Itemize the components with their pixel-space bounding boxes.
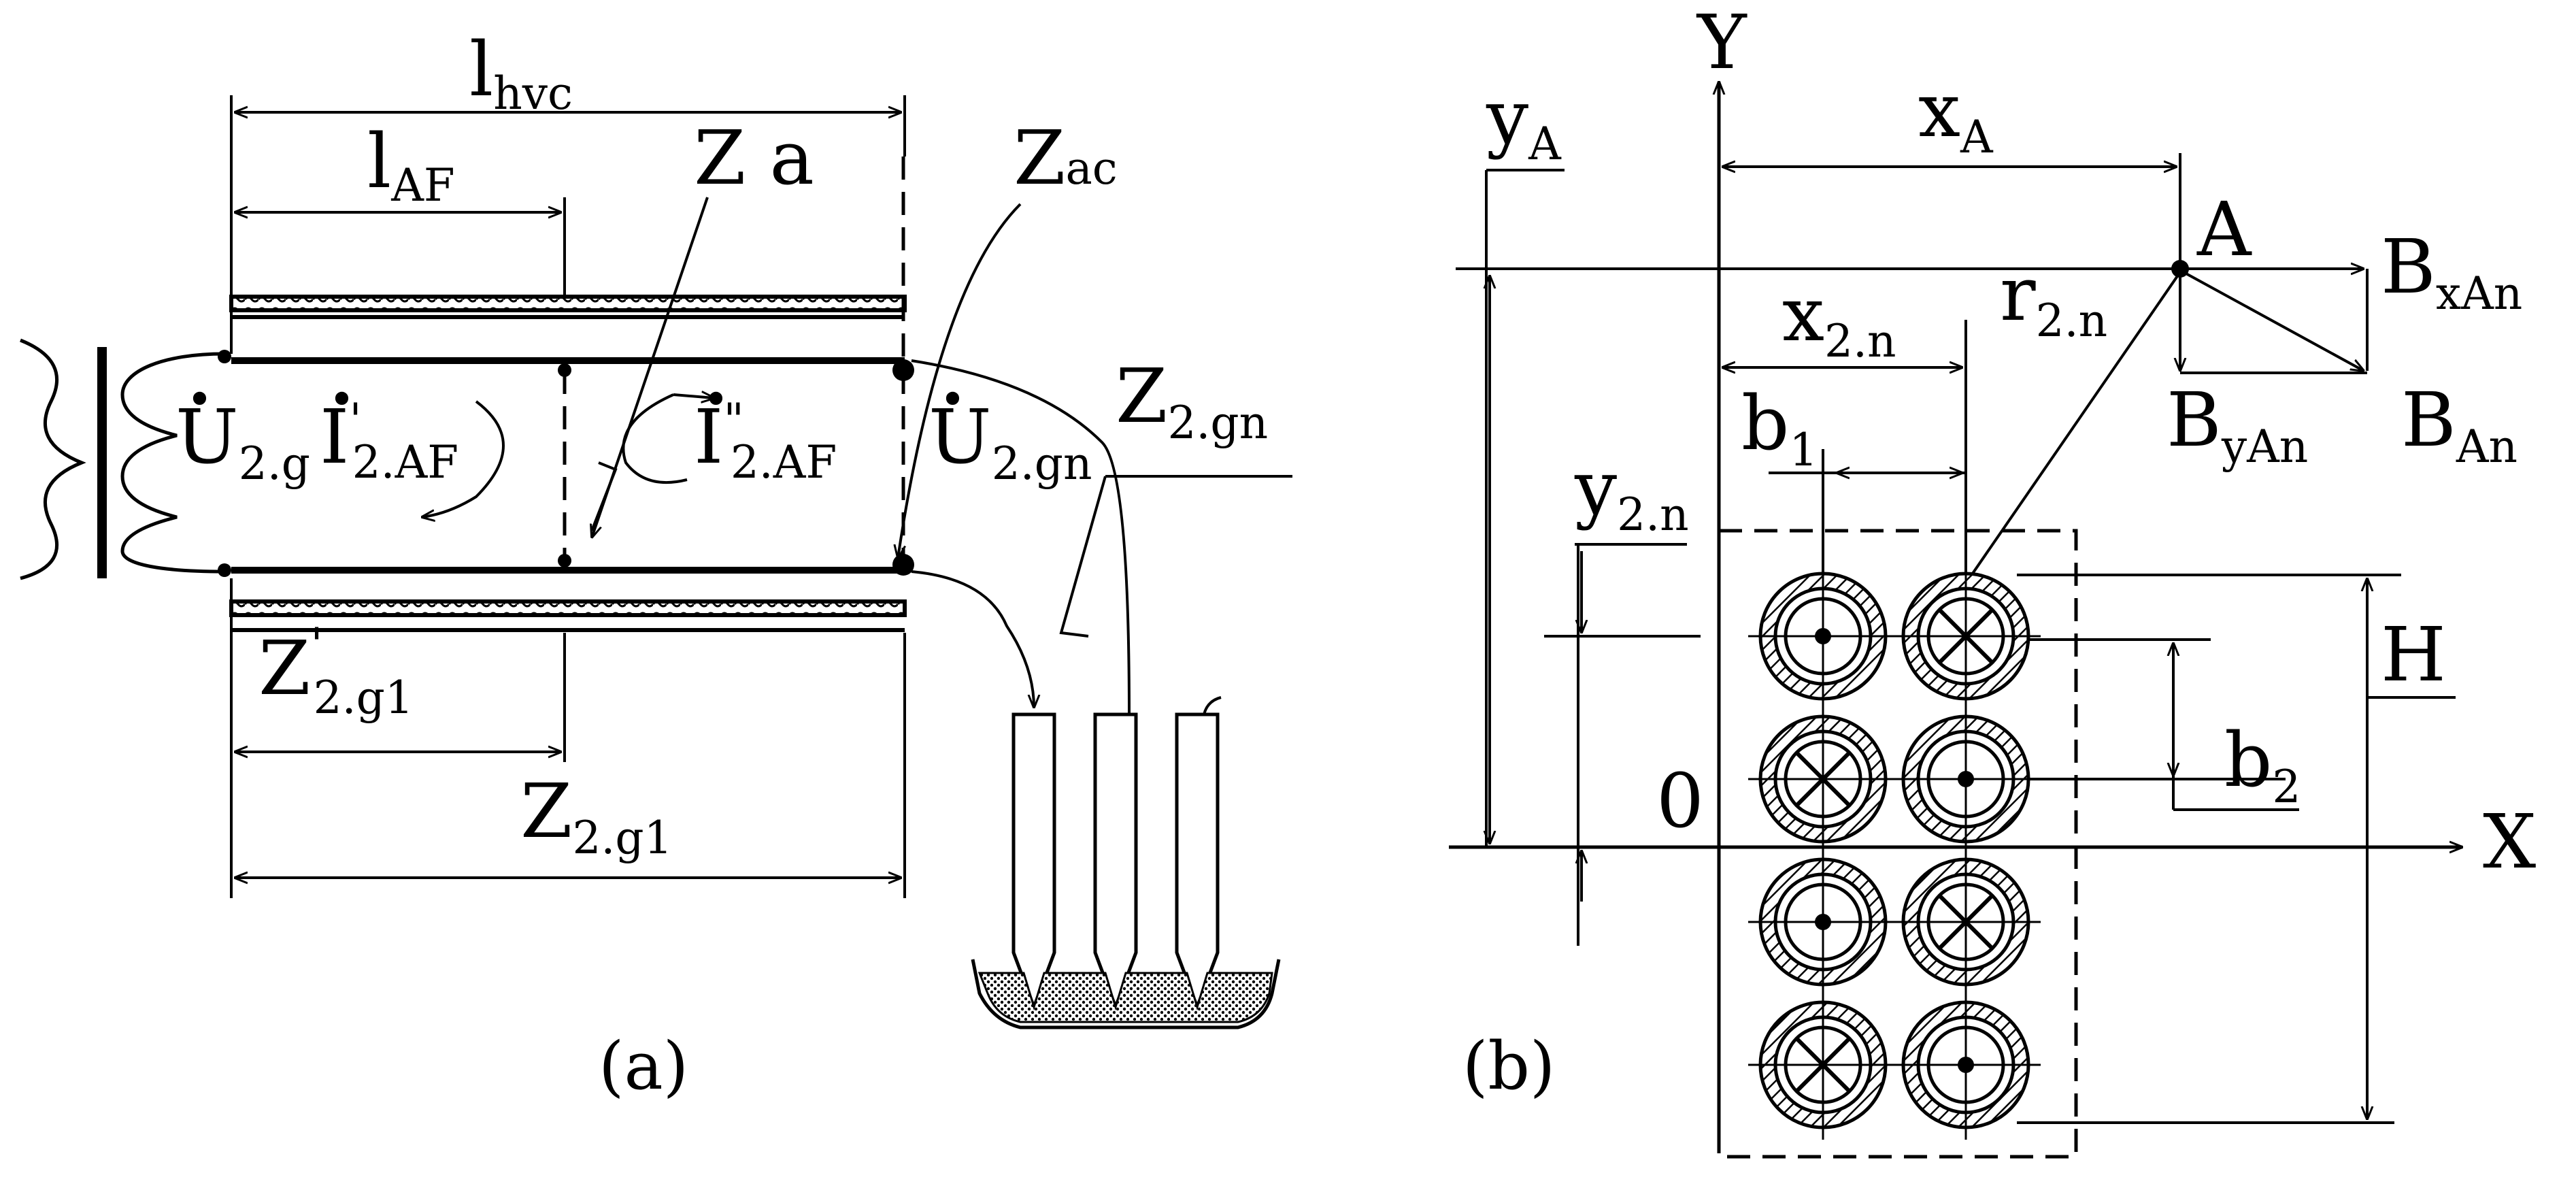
pointer-z-ac: [898, 203, 1022, 558]
label-z-2g1: Z2.g1: [520, 768, 673, 864]
busbar-lower: [229, 567, 907, 632]
label-x-axis: X: [2483, 798, 2536, 885]
label-h: H: [2381, 611, 2446, 698]
pointer-z-a-kink: [590, 461, 618, 531]
label-u-2g: U2.g: [175, 393, 310, 490]
label-b-1: b1: [1741, 380, 1818, 476]
label-x-a: xA: [1918, 67, 1994, 163]
conductor-package-outline: [1717, 529, 2078, 1159]
cable-upper: [911, 359, 1131, 715]
label-i-2af-prime: I'2.AF: [320, 393, 458, 489]
label-origin: 0: [1656, 757, 1704, 844]
cable-lower: [911, 570, 1034, 708]
label-a: A: [2196, 186, 2252, 273]
label-l-af: lAF: [367, 118, 455, 212]
conductor-grid: [1748, 561, 2041, 1140]
conductor-dot-icon: [1748, 561, 1898, 711]
node-AF-upper: [558, 363, 571, 377]
loop-arrow-prime: [422, 400, 505, 517]
label-l-hvc: lhvc: [469, 26, 573, 120]
label-y-a: yA: [1486, 73, 1562, 170]
electrodes: [1011, 696, 1222, 1012]
label-y-2n: y2.n: [1574, 444, 1689, 541]
electrode-3: [1175, 712, 1220, 1012]
conductor-dot-icon: [1748, 847, 1898, 997]
label-b-2: b2: [2224, 716, 2301, 813]
node-AF-lower: [558, 554, 571, 567]
electrode-3-lead: [1203, 696, 1222, 715]
label-u-2gn: U2.gn: [929, 393, 1092, 490]
electrode-1: [1011, 712, 1056, 1012]
dot-u-2gn: •: [939, 374, 966, 426]
conductor-cross-icon: [1748, 990, 1898, 1140]
furnace-bath: [971, 959, 1281, 1029]
dot-u-2g: •: [186, 374, 213, 426]
label-y-axis: Y: [1696, 0, 1747, 86]
conductor-cross-icon: [1891, 561, 2041, 711]
label-i-2af-dprime: I"2.AF: [694, 393, 837, 489]
dot-i-2af-dprime: •: [703, 374, 729, 426]
label-z-ac: Zac: [1014, 114, 1118, 201]
label-b-xan: BxAn: [2381, 223, 2522, 320]
loop-arrow-dprime: [622, 393, 688, 484]
node-right-upper: [892, 359, 914, 381]
loop-arrow-dprime-head: [673, 395, 714, 398]
label-b-an: BAn: [2401, 376, 2518, 473]
electrode-2: [1093, 712, 1138, 1012]
diagram-a: lhvc lAF Z a Zac U2.g • I'2.AF • I"2.AF …: [20, 26, 1292, 1104]
node-left-lower: [218, 563, 231, 577]
pointer-z-2gn: [1059, 476, 1107, 638]
conductor-cross-icon: [1891, 847, 2041, 997]
busbar-upper: [229, 295, 907, 364]
diagram-b: Y X 0 yA xA A BxAn ByAn BAn r2.n x2.n b1: [1449, 0, 2536, 1159]
caption-a: (a): [599, 1028, 688, 1104]
transformer-icon: [20, 338, 225, 580]
vector-b-an: [2183, 271, 2364, 371]
label-r-2n: r2.n: [2000, 250, 2107, 347]
caption-b: (b): [1462, 1028, 1555, 1104]
conductor-dot-icon: [1891, 704, 2041, 854]
label-z-a: Z a: [694, 114, 814, 201]
conductor-dot-icon: [1891, 990, 2041, 1140]
label-z-2g1-prime: Z'2.g1: [258, 618, 414, 724]
dot-i-2af-prime: •: [329, 374, 355, 426]
r-2n-line: [1968, 271, 2181, 580]
conductor-cross-icon: [1748, 704, 1898, 854]
label-z-2gn: Z2.gn: [1116, 352, 1268, 449]
label-x-2n: x2.n: [1782, 271, 1896, 367]
label-b-yan: ByAn: [2167, 376, 2308, 473]
node-left-upper: [218, 350, 231, 363]
